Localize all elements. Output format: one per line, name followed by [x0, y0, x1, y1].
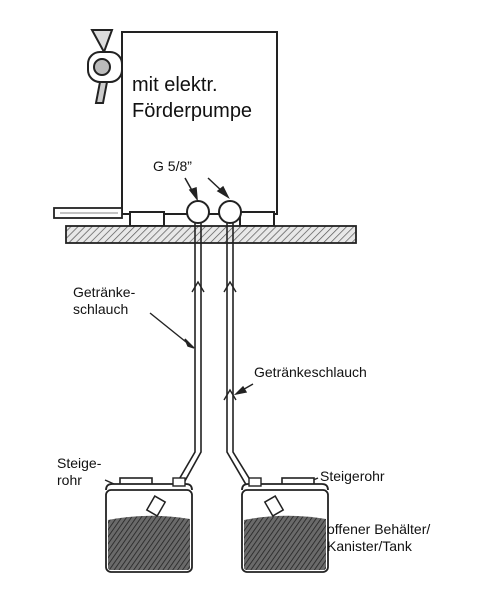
- label-pointers: [104, 312, 319, 505]
- hose-left-label-line1: Getränke-: [73, 284, 136, 300]
- drip-tray: [53, 207, 123, 219]
- container-right: [241, 477, 329, 573]
- hose-left-label-line2: schlauch: [73, 301, 129, 317]
- device-label-line1: mit elektr.: [132, 74, 218, 96]
- riser-left-label-line2: rohr: [57, 472, 82, 488]
- hose-right-label: Getränkeschlauch: [254, 364, 367, 380]
- container-left: [105, 477, 193, 573]
- dispenser-unit: [121, 31, 278, 227]
- connector-label: G 5/8”: [153, 158, 192, 174]
- container-label-line2: Kanister/Tank: [327, 538, 412, 554]
- riser-left-label-line1: Steige-: [57, 455, 102, 471]
- connector-pointers: [184, 177, 230, 202]
- riser-right-label: Steigerohr: [320, 468, 385, 484]
- container-label-line1: offener Behälter/: [327, 521, 431, 537]
- flow-arrows: [191, 280, 237, 401]
- tap-icon: [87, 29, 126, 104]
- device-label-line2: Förderpumpe: [132, 100, 253, 122]
- connector-left: [186, 200, 210, 224]
- counter-top: [65, 225, 357, 244]
- connector-right: [218, 200, 242, 224]
- riser-fittings: [145, 495, 285, 517]
